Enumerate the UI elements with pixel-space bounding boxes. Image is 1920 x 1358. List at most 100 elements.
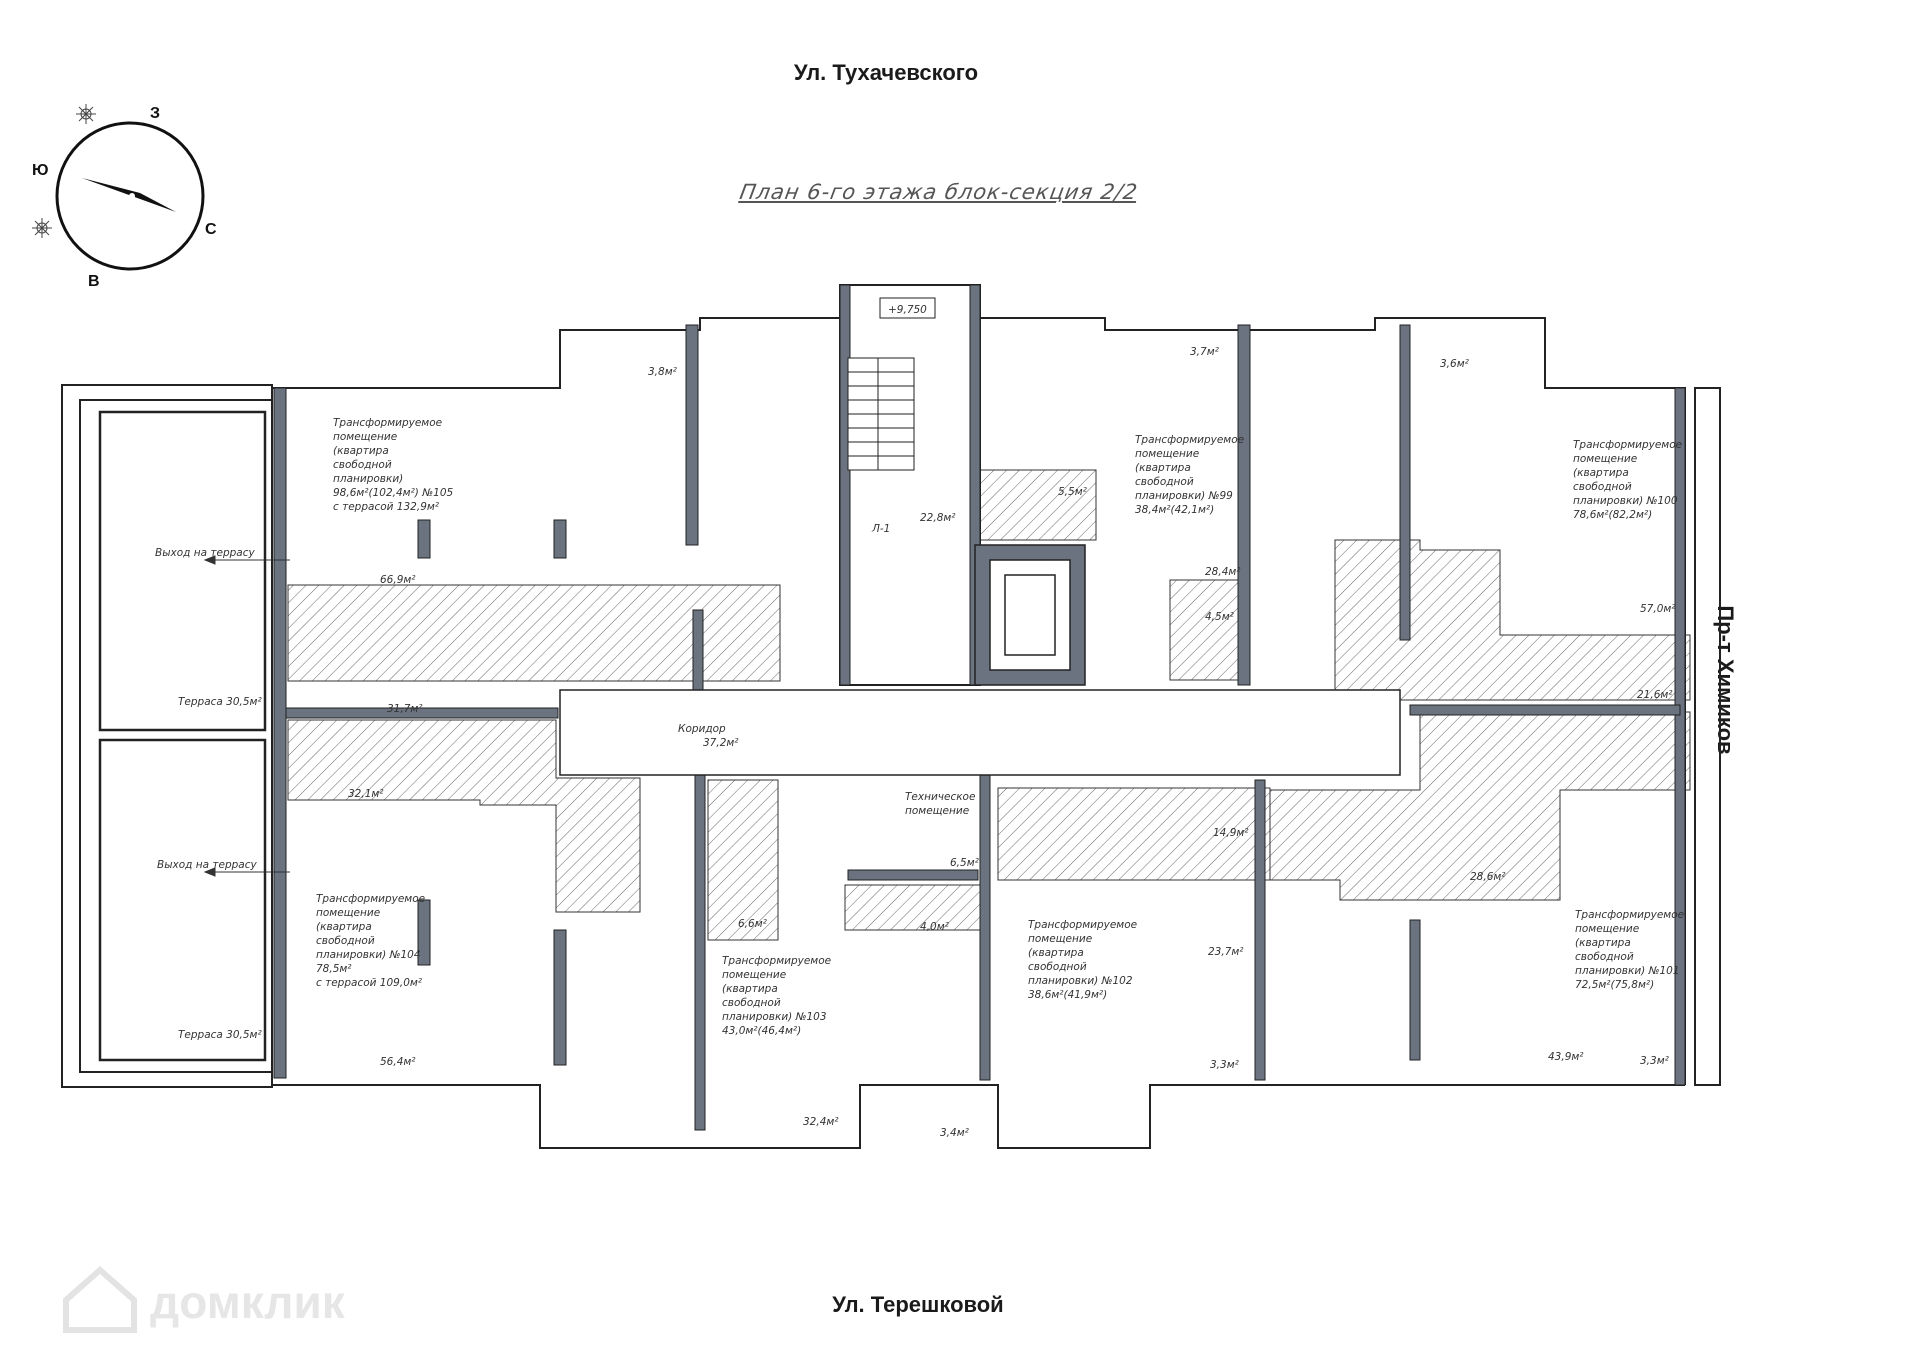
svg-text:38,6м²(41,9м²): 38,6м²(41,9м²) [1028, 989, 1107, 1001]
svg-text:32,4м²: 32,4м² [803, 1116, 839, 1128]
svg-text:4,0м²: 4,0м² [920, 921, 950, 933]
elevator-shaft [974, 544, 1086, 686]
walls [61, 284, 1721, 1149]
svg-text:72,5м²(75,8м²): 72,5м²(75,8м²) [1575, 979, 1654, 991]
svg-text:свободной: свободной [316, 935, 375, 947]
street-label-bottom: Ул. Терешковой [832, 1292, 1004, 1317]
svg-text:планировки) №102: планировки) №102 [1028, 975, 1133, 987]
svg-text:21,6м²: 21,6м² [1637, 689, 1673, 701]
terrace-exit-upper: Выход на террасу [155, 547, 255, 559]
svg-text:(квартира: (квартира [333, 445, 389, 457]
svg-text:(квартира: (квартира [1028, 947, 1084, 959]
elevation-mark: +9,750 [888, 304, 927, 316]
compass-north: С [205, 221, 217, 238]
svg-text:Трансформируемое: Трансформируемое [1575, 909, 1684, 921]
svg-text:(квартира: (квартира [316, 921, 372, 933]
svg-text:6,5м²: 6,5м² [950, 857, 980, 869]
svg-text:3,3м²: 3,3м² [1640, 1055, 1670, 1067]
svg-text:помещение: помещение [333, 431, 397, 443]
svg-text:Трансформируемое: Трансформируемое [316, 893, 425, 905]
svg-text:4,5м²: 4,5м² [1205, 611, 1235, 623]
svg-text:23,7м²: 23,7м² [1208, 946, 1244, 958]
svg-text:57,0м²: 57,0м² [1640, 603, 1676, 615]
compass-south: Ю [32, 162, 49, 179]
svg-text:Трансформируемое: Трансформируемое [1028, 919, 1137, 931]
svg-text:56,4м²: 56,4м² [380, 1056, 416, 1068]
svg-text:с террасой 132,9м²: с террасой 132,9м² [333, 501, 440, 513]
svg-text:Трансформируемое: Трансформируемое [1573, 439, 1682, 451]
room-apt103: Трансформируемое помещение (квартира сво… [722, 955, 831, 1037]
svg-text:31,7м²: 31,7м² [387, 703, 423, 715]
svg-text:3,7м²: 3,7м² [1190, 346, 1220, 358]
svg-text:43,0м²(46,4м²): 43,0м²(46,4м²) [722, 1025, 801, 1037]
terrace-upper-area: Терраса 30,5м² [178, 696, 262, 708]
svg-text:3,3м²: 3,3м² [1210, 1059, 1240, 1071]
room-apt105: Трансформируемое помещение (квартира сво… [333, 417, 454, 513]
room-apt99: Трансформируемое помещение (квартира сво… [1135, 434, 1244, 516]
svg-text:Трансформируемое: Трансформируемое [722, 955, 831, 967]
svg-text:помещение: помещение [722, 969, 786, 981]
svg-text:планировки) №101: планировки) №101 [1575, 965, 1680, 977]
svg-text:38,4м²(42,1м²): 38,4м²(42,1м²) [1135, 504, 1214, 516]
svg-text:28,6м²: 28,6м² [1470, 871, 1506, 883]
staircase [847, 297, 936, 471]
compass-needle [82, 178, 176, 212]
svg-text:планировки) №99: планировки) №99 [1135, 490, 1233, 502]
svg-text:43,9м²: 43,9м² [1548, 1051, 1584, 1063]
svg-text:планировки) №104: планировки) №104 [316, 949, 421, 961]
svg-text:помещение: помещение [1135, 448, 1199, 460]
terrace-exit-lower: Выход на террасу [157, 859, 257, 871]
svg-text:свободной: свободной [1135, 476, 1194, 488]
svg-text:с террасой 109,0м²: с террасой 109,0м² [316, 977, 423, 989]
svg-text:свободной: свободной [1575, 951, 1634, 963]
svg-text:(квартира: (квартира [722, 983, 778, 995]
svg-text:планировки) №103: планировки) №103 [722, 1011, 827, 1023]
corridor [559, 689, 1401, 776]
svg-text:3,8м²: 3,8м² [648, 366, 678, 378]
street-label-top: Ул. Тухачевского [793, 60, 979, 85]
room-apt101: Трансформируемое помещение (квартира сво… [1575, 909, 1684, 991]
svg-text:Трансформируемое: Трансформируемое [1135, 434, 1244, 446]
svg-text:(квартира: (квартира [1575, 937, 1631, 949]
svg-text:свободной: свободной [1028, 961, 1087, 973]
svg-text:(квартира: (квартира [1135, 462, 1191, 474]
svg-text:78,6м²(82,2м²): 78,6м²(82,2м²) [1573, 509, 1652, 521]
svg-text:помещение: помещение [1573, 453, 1637, 465]
svg-text:22,8м²: 22,8м² [920, 512, 956, 524]
svg-text:помещение: помещение [1028, 933, 1092, 945]
svg-text:планировки): планировки) [333, 473, 403, 485]
svg-text:свободной: свободной [333, 459, 392, 471]
labels: +9,750 Трансформируемое помещение (кварт… [155, 304, 1684, 1139]
svg-text:помещение: помещение [905, 805, 969, 817]
svg-text:планировки) №100: планировки) №100 [1573, 495, 1678, 507]
svg-text:98,6м²(102,4м²) №105: 98,6м²(102,4м²) №105 [333, 487, 454, 499]
svg-text:28,4м²: 28,4м² [1205, 566, 1241, 578]
svg-text:3,6м²: 3,6м² [1440, 358, 1470, 370]
hatched-zones [287, 469, 1691, 941]
svg-text:78,5м²: 78,5м² [316, 963, 352, 975]
watermark-logo: домклик [63, 1265, 346, 1333]
svg-text:помещение: помещение [316, 907, 380, 919]
svg-text:Коридор: Коридор [678, 723, 726, 735]
svg-text:свободной: свободной [722, 997, 781, 1009]
terrace-lower-area: Терраса 30,5м² [178, 1029, 262, 1041]
sun-icon [76, 104, 96, 124]
svg-text:(квартира: (квартира [1573, 467, 1629, 479]
room-tech: Техническое помещение [905, 791, 975, 817]
compass: З С Ю В [32, 104, 217, 290]
room-apt100: Трансформируемое помещение (квартира сво… [1573, 439, 1682, 521]
room-apt102: Трансформируемое помещение (квартира сво… [1028, 919, 1137, 1001]
sun-icon [32, 218, 52, 238]
compass-east: В [88, 273, 100, 290]
compass-west: З [150, 105, 160, 122]
svg-text:66,9м²: 66,9м² [380, 574, 416, 586]
svg-text:Техническое: Техническое [905, 791, 975, 803]
stair-label: Л-1 [871, 523, 890, 535]
room-corridor: Коридор 37,2м² [678, 723, 739, 749]
svg-text:6,6м²: 6,6м² [738, 918, 768, 930]
svg-text:свободной: свободной [1573, 481, 1632, 493]
svg-text:Трансформируемое: Трансформируемое [333, 417, 442, 429]
svg-text:5,5м²: 5,5м² [1058, 486, 1088, 498]
terrace-exit-arrows [203, 555, 290, 877]
